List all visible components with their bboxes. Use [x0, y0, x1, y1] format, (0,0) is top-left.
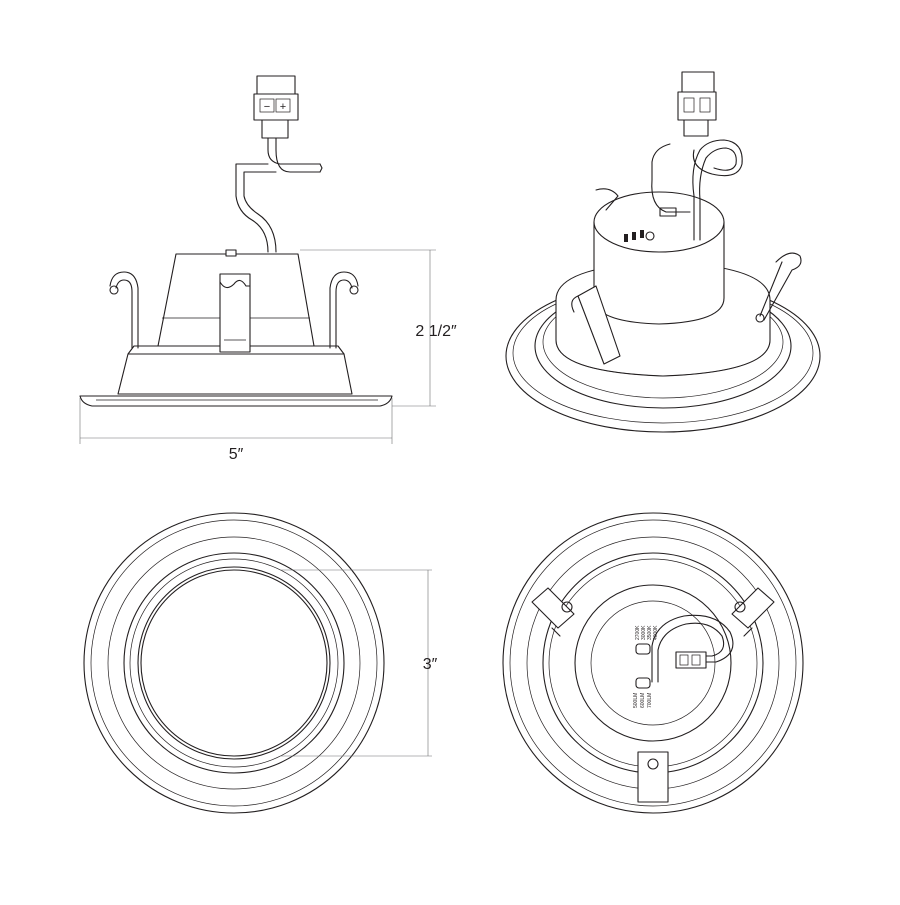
power-wires: [235, 137, 323, 253]
iso-left-clip: [571, 188, 621, 365]
back-clip-left: [531, 587, 575, 637]
height-dimension: 2 1/2″: [300, 249, 457, 407]
left-spring-clip: [109, 271, 139, 349]
front-view: 3″: [83, 512, 438, 814]
height-dimension-label: 2 1/2″: [415, 323, 457, 340]
cct-selector-labels: 2700K 3000K 3500K 4000K: [635, 625, 659, 640]
iso-wires-connector: [651, 71, 743, 241]
back-wires-connector: [651, 614, 734, 683]
width-dimension: 5″: [79, 398, 393, 463]
selector-switches: [624, 230, 655, 242]
cct-label: 2700K: [635, 625, 641, 640]
lens: [140, 569, 328, 757]
back-clip-right: [731, 587, 775, 637]
back-clip-bottom: [637, 751, 669, 803]
plus-terminal-label: +: [280, 101, 286, 113]
iso-right-clip: [755, 252, 802, 323]
cct-label: 3000K: [641, 625, 647, 640]
minus-terminal-label: −: [264, 101, 270, 113]
side-elevation-view: − +: [79, 75, 457, 463]
aperture-dimension-label: 3″: [423, 656, 438, 673]
lumen-label: 600LM: [640, 693, 646, 708]
lumen-selector-labels: 500LM 600LM 700LM: [633, 693, 653, 708]
back-view: 2700K 3000K 3500K 4000K 500LM 600LM 700L…: [502, 512, 804, 814]
cct-label: 4000K: [653, 625, 659, 640]
lumen-label: 700LM: [647, 693, 653, 708]
right-spring-clip: [329, 271, 359, 349]
housing-upper: [593, 191, 725, 325]
isometric-view: [505, 71, 821, 433]
wire-connector: − +: [253, 75, 299, 139]
width-dimension-label: 5″: [229, 446, 244, 463]
cct-label: 3500K: [647, 625, 653, 640]
lumen-label: 500LM: [633, 693, 639, 708]
aperture-dimension: 3″: [280, 569, 438, 757]
center-spring-clip: [219, 273, 251, 353]
